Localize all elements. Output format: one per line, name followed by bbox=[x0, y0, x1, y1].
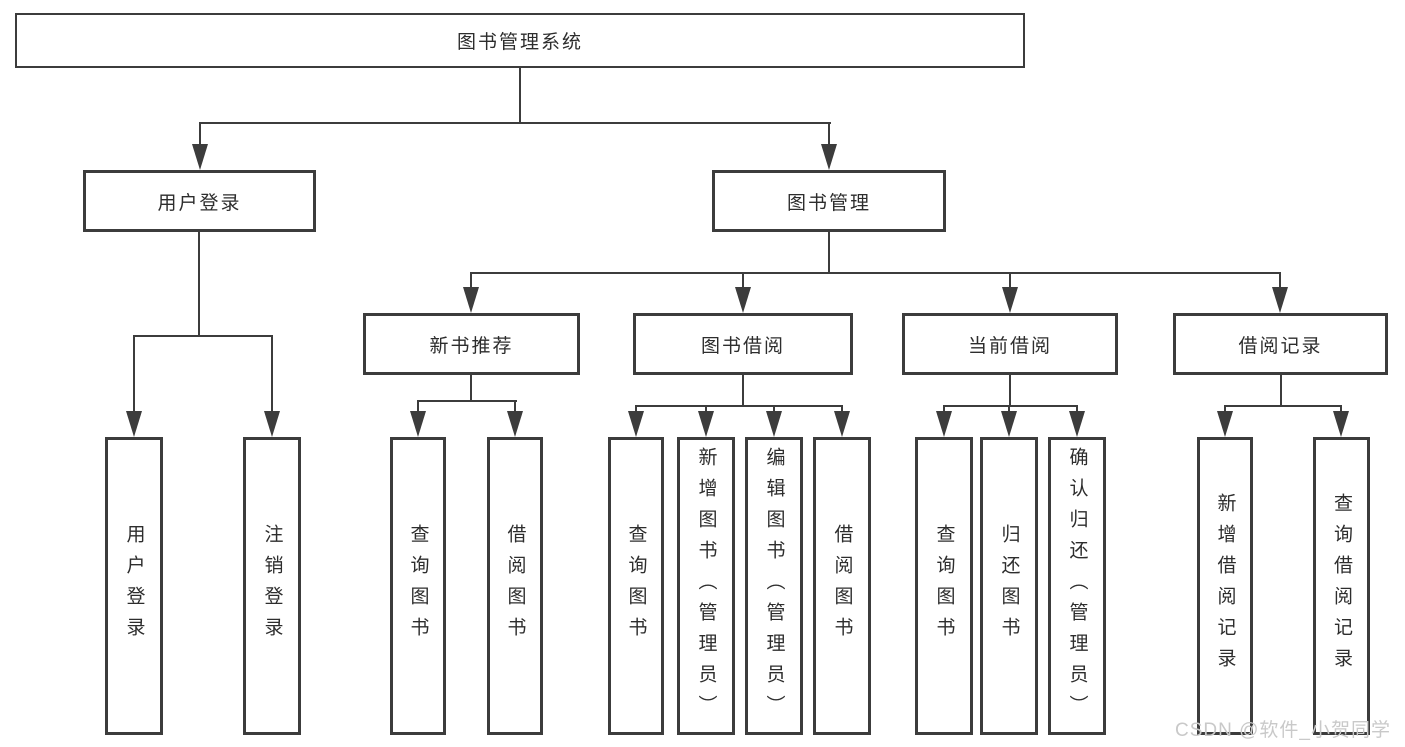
connector-line bbox=[271, 337, 273, 413]
node-user-login: 用户登录 bbox=[83, 170, 316, 232]
connector-line bbox=[1279, 274, 1281, 290]
connector-line bbox=[943, 405, 1078, 407]
node-library-system: 图书管理系统 bbox=[15, 13, 1025, 68]
connector-line bbox=[635, 405, 843, 407]
leaf-user-login-label: 用户登录 bbox=[123, 524, 145, 648]
arrow-down-icon bbox=[507, 411, 523, 437]
leaf-confirm-return-admin-label: 确认归还（管理员） bbox=[1066, 446, 1088, 726]
leaf-query-books-current: 查询图书 bbox=[915, 437, 973, 735]
arrow-down-icon bbox=[463, 287, 479, 313]
connector-line bbox=[1224, 405, 1342, 407]
arrow-down-icon bbox=[766, 411, 782, 437]
arrow-down-icon bbox=[126, 411, 142, 437]
leaf-query-borrow-record: 查询借阅记录 bbox=[1313, 437, 1370, 735]
arrow-down-icon bbox=[821, 144, 837, 170]
connector-line bbox=[1009, 375, 1011, 405]
leaf-add-borrow-record: 新增借阅记录 bbox=[1197, 437, 1253, 735]
leaf-return-books: 归还图书 bbox=[980, 437, 1038, 735]
connector-line bbox=[773, 407, 775, 413]
node-book-borrowing-label: 图书借阅 bbox=[700, 335, 785, 357]
arrow-down-icon bbox=[1001, 411, 1017, 437]
leaf-query-books-borrowing: 查询图书 bbox=[608, 437, 664, 735]
leaf-borrow-books-recommend: 借阅图书 bbox=[487, 437, 543, 735]
connector-line bbox=[742, 375, 744, 405]
node-new-book-recommendation: 新书推荐 bbox=[363, 313, 580, 375]
leaf-logout: 注销登录 bbox=[243, 437, 301, 735]
node-current-borrowing-label: 当前借阅 bbox=[967, 335, 1052, 357]
arrow-down-icon bbox=[1333, 411, 1349, 437]
leaf-confirm-return-admin: 确认归还（管理员） bbox=[1048, 437, 1106, 735]
connector-line bbox=[133, 337, 135, 413]
connector-line bbox=[1340, 407, 1342, 413]
leaf-add-borrow-record-label: 新增借阅记录 bbox=[1214, 493, 1236, 679]
watermark: CSDN @软件_小贺同学 bbox=[1175, 720, 1391, 741]
connector-line bbox=[470, 274, 472, 290]
leaf-edit-books-admin: 编辑图书（管理员） bbox=[745, 437, 803, 735]
arrow-down-icon bbox=[410, 411, 426, 437]
arrow-down-icon bbox=[1272, 287, 1288, 313]
connector-line bbox=[519, 68, 521, 124]
connector-line bbox=[635, 407, 637, 413]
leaf-query-borrow-record-label: 查询借阅记录 bbox=[1331, 493, 1352, 679]
arrow-down-icon bbox=[1069, 411, 1085, 437]
connector-line bbox=[1009, 274, 1011, 290]
node-book-borrowing: 图书借阅 bbox=[633, 313, 853, 375]
node-borrowing-records: 借阅记录 bbox=[1173, 313, 1388, 375]
connector-line bbox=[198, 232, 200, 335]
connector-line bbox=[841, 407, 843, 413]
connector-line bbox=[1008, 407, 1010, 413]
arrow-down-icon bbox=[698, 411, 714, 437]
leaf-query-books-borrowing-label: 查询图书 bbox=[625, 524, 647, 648]
connector-line bbox=[1224, 407, 1226, 413]
leaf-edit-books-admin-label: 编辑图书（管理员） bbox=[763, 446, 785, 726]
node-book-management: 图书管理 bbox=[712, 170, 946, 232]
node-book-management-label: 图书管理 bbox=[786, 192, 871, 214]
leaf-query-books-recommend: 查询图书 bbox=[390, 437, 446, 735]
leaf-logout-label: 注销登录 bbox=[261, 524, 283, 648]
connector-line bbox=[417, 402, 419, 412]
connector-line bbox=[199, 124, 201, 150]
leaf-borrow-books-recommend-label: 借阅图书 bbox=[504, 524, 526, 648]
connector-line bbox=[470, 272, 1281, 274]
arrow-down-icon bbox=[1217, 411, 1233, 437]
node-current-borrowing: 当前借阅 bbox=[902, 313, 1118, 375]
arrow-down-icon bbox=[628, 411, 644, 437]
connector-line bbox=[470, 375, 472, 400]
arrow-down-icon bbox=[192, 144, 208, 170]
connector-line bbox=[514, 402, 516, 412]
connector-line bbox=[943, 407, 945, 413]
arrow-down-icon bbox=[1002, 287, 1018, 313]
arrow-down-icon bbox=[264, 411, 280, 437]
connector-line bbox=[705, 407, 707, 413]
leaf-query-books-current-label: 查询图书 bbox=[933, 524, 955, 648]
arrow-down-icon bbox=[834, 411, 850, 437]
connector-line bbox=[133, 335, 273, 337]
connector-line bbox=[417, 400, 517, 402]
connector-line bbox=[1280, 375, 1282, 405]
leaf-add-books-admin: 新增图书（管理员） bbox=[677, 437, 735, 735]
node-borrowing-records-label: 借阅记录 bbox=[1238, 335, 1323, 357]
leaf-add-books-admin-label: 新增图书（管理员） bbox=[695, 446, 717, 726]
node-new-book-recommendation-label: 新书推荐 bbox=[429, 335, 514, 357]
arrow-down-icon bbox=[936, 411, 952, 437]
leaf-borrow-books-borrowing: 借阅图书 bbox=[813, 437, 871, 735]
connector-line bbox=[1076, 407, 1078, 413]
node-user-login-label: 用户登录 bbox=[157, 192, 242, 214]
leaf-user-login: 用户登录 bbox=[105, 437, 163, 735]
leaf-query-books-recommend-label: 查询图书 bbox=[407, 524, 429, 648]
leaf-borrow-books-borrowing-label: 借阅图书 bbox=[831, 524, 853, 648]
node-library-system-label: 图书管理系统 bbox=[456, 32, 583, 53]
connector-line bbox=[199, 122, 831, 124]
connector-line bbox=[742, 274, 744, 290]
leaf-return-books-label: 归还图书 bbox=[998, 524, 1020, 648]
connector-line bbox=[828, 124, 830, 150]
connector-line bbox=[828, 232, 830, 272]
arrow-down-icon bbox=[735, 287, 751, 313]
